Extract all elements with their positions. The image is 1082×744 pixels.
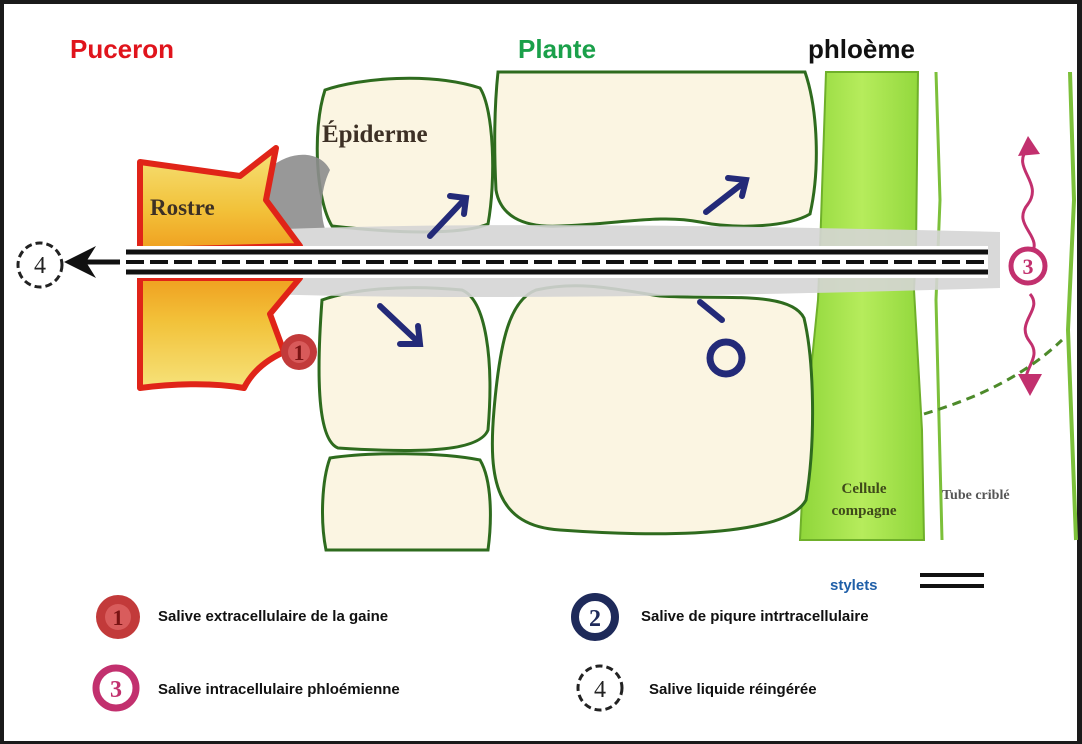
svg-text:1: 1 <box>113 605 124 630</box>
large-cell-top <box>495 72 817 226</box>
rostre-label: Rostre <box>150 195 215 221</box>
companion-dashed-link <box>924 340 1062 414</box>
legend-marker-2: 2 <box>575 597 615 637</box>
marker-4-num: 4 <box>34 253 46 279</box>
legend-item-2-text: Salive de piqure intrtracellulaire <box>641 608 869 625</box>
svg-text:4: 4 <box>594 677 606 703</box>
epiderme-label: Épiderme <box>322 121 428 149</box>
cellule-line-2: compagne <box>806 500 922 522</box>
tube-crible-label: Tube criblé <box>942 488 1010 504</box>
marker-3: 3 <box>1011 249 1045 283</box>
phloeme-header: phloème <box>808 34 915 64</box>
epidermis-cell-bottom <box>319 288 490 451</box>
wavy-arrow-head-down <box>1018 374 1042 396</box>
cellule-line-1: Cellule <box>806 478 922 500</box>
stylets-legend-label: stylets <box>830 577 878 594</box>
stylets <box>118 246 988 278</box>
legend-item-1-text: Salive extracellulaire de la gaine <box>158 608 388 625</box>
legend-marker-3: 3 <box>96 668 136 708</box>
stylets-legend-symbol <box>920 575 984 586</box>
marker-4: 4 <box>18 243 62 287</box>
legend-marker-4: 4 <box>578 666 622 710</box>
legend-item-4-text: Salive liquide réingérée <box>649 681 817 698</box>
svg-text:2: 2 <box>589 606 601 632</box>
epidermis-cell-lower <box>323 454 491 550</box>
companion-cell <box>800 72 942 540</box>
marker-1-num: 1 <box>294 340 305 365</box>
cellule-compagne-label: Cellule compagne <box>806 478 922 522</box>
wavy-arrow-head-up <box>1018 136 1040 156</box>
large-cell-bottom <box>492 286 812 534</box>
sieve-tube-wall <box>1068 72 1076 540</box>
marker-3-num: 3 <box>1023 254 1034 279</box>
legend-marker-1: 1 <box>96 595 140 639</box>
reingest-arrow <box>64 246 120 278</box>
plante-header: Plante <box>518 34 596 64</box>
legend-item-3-text: Salive intracellulaire phloémienne <box>158 681 400 698</box>
puceron-header: Puceron <box>70 34 174 64</box>
svg-text:3: 3 <box>110 677 122 703</box>
marker-1: 1 <box>281 334 317 370</box>
